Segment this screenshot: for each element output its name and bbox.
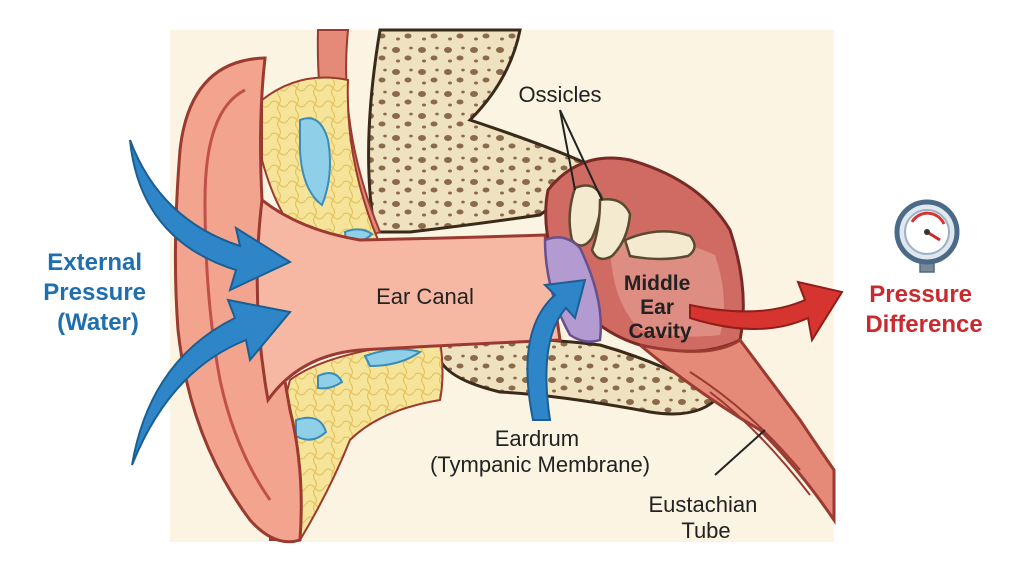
pressure-gauge-icon — [894, 199, 960, 273]
label-eardrum-line-1: Eardrum — [495, 426, 579, 451]
label-middle-line-3: Cavity — [628, 320, 691, 343]
eustachian-leader-line — [714, 429, 766, 476]
ossicle-incus — [590, 198, 632, 261]
label-eardrum: Eardrum (Tympanic Membrane) — [430, 426, 650, 477]
label-pressure-diff-line-1: Pressure — [869, 281, 972, 308]
eustachian-tube-line-1 — [689, 371, 801, 471]
ear-canal-tube — [255, 197, 562, 404]
label-middle-line-2: Ear — [640, 296, 674, 319]
label-external-line-1: External — [47, 249, 142, 276]
label-external-line-3: (Water) — [57, 309, 139, 336]
ossicles-leader-line-1 — [559, 109, 576, 191]
label-pressure-difference: Pressure Difference — [865, 281, 982, 338]
fat-pocket-lower-1 — [317, 372, 344, 390]
pressure-difference-arrow — [689, 280, 844, 343]
label-middle-line-1: Middle — [624, 272, 691, 295]
label-eardrum-line-2: (Tympanic Membrane) — [430, 452, 650, 477]
label-middle-ear-cavity: Middle Ear Cavity — [624, 272, 696, 343]
temporal-bone-lower — [438, 336, 723, 416]
pressure-arrow-upper — [129, 139, 293, 292]
fat-pocket-lower-3 — [363, 348, 423, 368]
ossicles-leader-line-2 — [559, 109, 603, 201]
label-external-line-2: Pressure — [43, 279, 146, 306]
label-ossicles: Ossicles — [518, 82, 601, 107]
label-eustachian-line-1: Eustachian — [649, 492, 758, 517]
label-ear-canal: Ear Canal — [376, 284, 474, 309]
label-pressure-diff-line-2: Difference — [865, 311, 982, 338]
ossicle-stapes — [623, 230, 696, 261]
pinna-inner-fold — [203, 88, 272, 501]
label-external-pressure: External Pressure (Water) — [43, 249, 152, 336]
label-eustachian-line-2: Tube — [681, 518, 730, 543]
pressure-arrow-lower — [131, 298, 292, 466]
label-eustachian-tube: Eustachian Tube — [649, 492, 764, 543]
fat-pocket-upper-1 — [299, 117, 331, 207]
pressure-arrow-eardrum — [526, 278, 587, 421]
eustachian-tube-line-2 — [709, 391, 811, 496]
eustachian-tube — [639, 337, 836, 525]
fat-pocket-lower-2 — [295, 416, 328, 441]
